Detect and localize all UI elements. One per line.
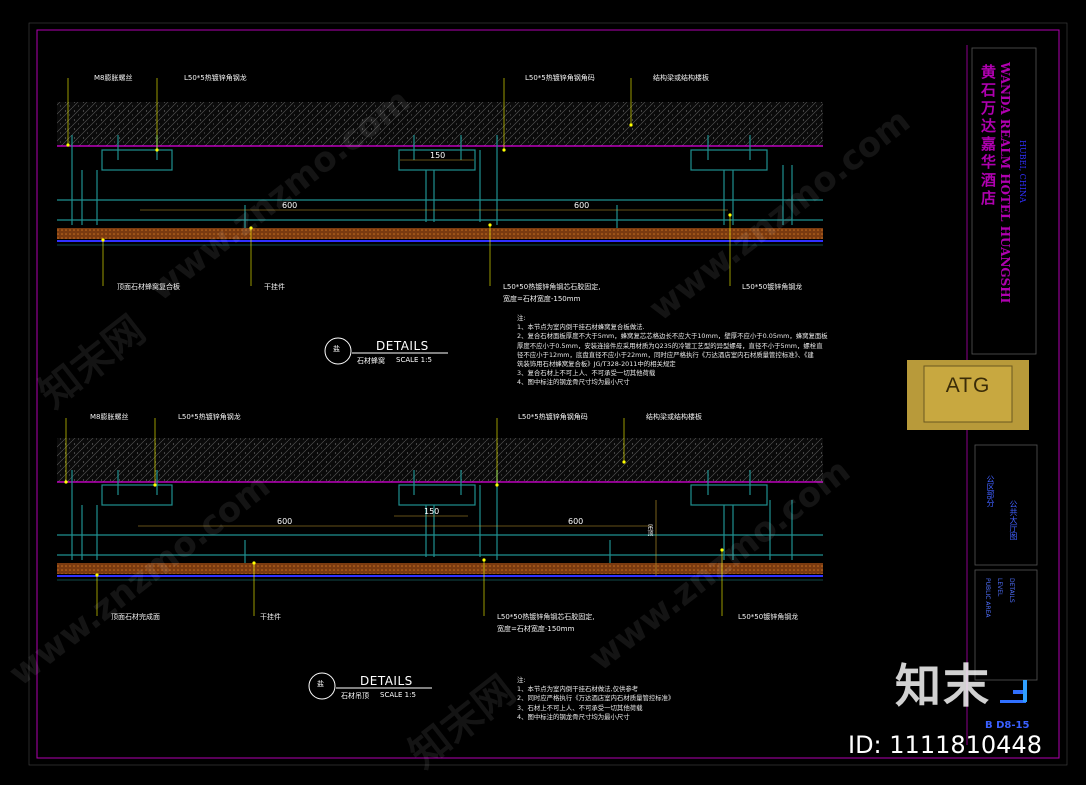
watermark-big-logo: 知末 [895,659,991,713]
callout-expansion-bolt: M8膨胀螺丝 [94,74,133,82]
callout-galvanized-keel: L50*50镀锌角钢龙 [738,613,799,621]
dimension-ceiling: 吊顶 [646,524,653,536]
top-slab-hatch [57,102,823,146]
callout-honeycomb-panel: 顶面石材蜂窝复合板 [117,283,180,291]
note-line: 4、图中标注的钢龙骨尺寸均为最小尺寸 [517,378,630,387]
detail-number-mark: 盐 [317,680,324,688]
top-notes: 注: 1、本节点为室内倒干挂石材蜂窝复合板做法. 2、复合石材面板厚度不大于5m… [517,314,828,388]
note-line: 筑装饰用石材蜂窝复合板》JG/T328-2011中的相关规定 [517,360,676,369]
detail-number-mark: 盐 [333,345,340,353]
callout-angle-width: 宽度=石材宽度-150mm [497,625,575,633]
hotel-location: HUBEI, CHINA [1018,140,1027,203]
dimension-600: 600 [574,201,590,210]
detail-scale: SCALE 1:5 [396,356,432,364]
bottom-slab-hatch [57,438,823,482]
detail-title: DETAILS [376,339,429,353]
callout-angle-code: L50*5热镀锌角钢角码 [525,74,595,82]
note-line: 2、同时应严格执行《万达酒店室内石材质量管控标准》 [517,694,675,703]
note-line: 3、复合石材上不可上人、不可承受一切其他荷载 [517,369,656,378]
note-line: 3、石材上不可上人、不可承受一切其他荷载 [517,703,643,712]
area-name-cn: 公区部分 [986,475,995,507]
detail-subtitle: 石材蜂窝 [357,357,385,365]
title-block-frame [907,45,1038,745]
bottom-stone-panel [57,563,823,574]
note-line: 注: [517,314,526,322]
callout-hanger: 干挂件 [264,283,285,291]
callout-structure-slab: 结构梁或结构楼板 [646,413,702,421]
callout-structure-slab: 结构梁或结构楼板 [653,74,709,82]
callout-angle-glue: L50*50热镀锌角钢芯石胶固定, [503,283,601,291]
bottom-section-drawing [57,418,823,700]
callout-angle-code: L50*5热镀锌角钢角码 [518,413,588,421]
callout-galvanized-keel: L50*50镀锌角钢龙 [742,283,803,291]
note-line: 1、本节点为室内倒干挂石材蜂窝复合板做法. [517,323,645,332]
outer-border [28,22,1068,766]
note-line: 厚度不应小于0.5mm，安装连接件应采用材质为Q235的冷镀工艺型的异型螺母，直… [517,341,823,350]
hotel-name-en: WANDA REALM HOTEL HUANGSHI [998,62,1012,304]
callout-angle-glue: L50*50热镀锌角钢芯石胶固定, [497,613,595,621]
dimension-600: 600 [277,517,293,526]
note-line: 2、复合石材面板厚度不大于5mm，蜂窝复芯芯格边长不应大于10mm，壁厚不应小于… [517,332,828,341]
hotel-name-cn: 黄石万达嘉华酒店 [979,64,997,208]
callout-angle-width: 宽度=石材宽度-150mm [503,295,581,303]
outer-frame [36,29,1060,759]
note-line: 4、图中标注的钢龙骨尺寸均为最小尺寸 [517,712,630,721]
detail-subtitle: 石材吊顶 [341,692,369,700]
details-label: DETAILS [1008,578,1015,603]
area-name-en: PUBLIC AREA [984,578,991,618]
note-line: 注: [517,676,526,684]
level-label: LEVEL [996,578,1003,597]
note-line: 径不应小于12mm，底盘直径不应小于22mm，同时应严格执行《万达酒店室内石材质… [517,350,814,359]
detail-title: DETAILS [360,674,413,688]
sheet-number: B D8-15 [985,720,1030,731]
callout-angle-keel: L50*5热镀锌角钢龙 [178,413,241,421]
detail-scale: SCALE 1:5 [380,691,416,699]
dimension-150: 150 [424,507,440,516]
bottom-notes: 注: 1、本节点为室内倒干挂石材做法,仅供参考 2、同时应严格执行《万达酒店室内… [517,676,674,722]
dimension-600: 600 [282,201,298,210]
watermark-id: ID: 1111810448 [848,731,1042,759]
note-line: 1、本节点为室内倒干挂石材做法,仅供参考 [517,685,639,694]
callout-stone-finish: 顶面石材完成面 [111,613,160,621]
dimension-150: 150 [430,151,446,160]
top-section-drawing [57,78,823,365]
dimension-600: 600 [568,517,584,526]
area-name-cn-2: 公共大厅图 [1009,500,1018,540]
atg-logo: ATG [945,374,991,397]
callout-angle-keel: L50*5热镀锌角钢龙 [184,74,247,82]
top-stone-panel [57,228,823,239]
callout-expansion-bolt: M8膨胀螺丝 [90,413,129,421]
callout-hanger: 干挂件 [260,613,281,621]
